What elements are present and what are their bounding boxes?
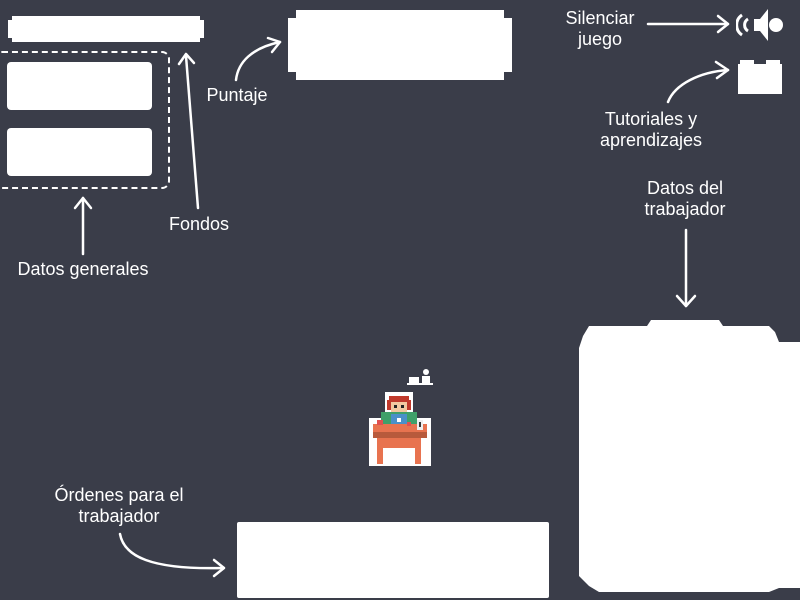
worker-data-label: Datos del trabajador [644,178,726,219]
background-bar[interactable] [8,16,204,42]
score-label: Puntaje [206,85,268,105]
orders-label: Órdenes para el trabajador [54,485,184,526]
arrow-backgrounds [184,54,200,210]
general-data-panel-2[interactable] [7,128,152,176]
tutorials-label: Tutoriales y aprendizajes [599,109,703,150]
speaker-icon[interactable] [735,5,784,45]
laptop-user-icon [406,368,434,388]
general-data-group [0,51,170,189]
arrow-orders [118,532,226,570]
worker-at-desk-icon[interactable] [365,390,433,466]
general-data-label: Datos generales [17,259,149,279]
orders-panel[interactable] [237,522,549,598]
arrow-tutorial [666,68,730,104]
folder-icon[interactable] [738,58,782,94]
worker-data-panel [579,320,800,592]
arrow-score [234,40,282,82]
score-panel [288,10,512,80]
general-data-panel-1[interactable] [7,62,152,110]
backgrounds-label: Fondos [168,214,230,234]
silence-game-label: Silenciar juego [565,8,635,49]
